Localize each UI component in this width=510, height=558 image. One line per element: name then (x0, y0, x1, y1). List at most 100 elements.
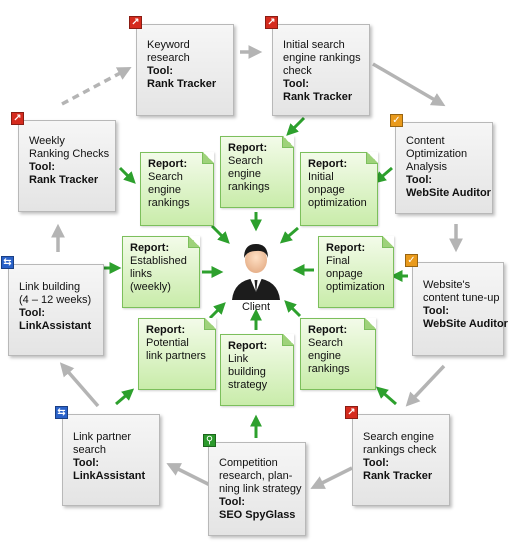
report-text-line: Search (308, 337, 343, 349)
step-text-line: Competition (219, 457, 278, 469)
report-text-line: strategy (228, 379, 268, 391)
rank-tracker-icon: ↗ (345, 406, 358, 419)
report-text-line: Potential (146, 337, 189, 349)
client-arrow-rank-tl (210, 224, 230, 244)
report-arrow-content (373, 166, 393, 184)
website-auditor-icon: ✓ (405, 254, 418, 267)
step-text-line: ning link strategy (219, 483, 302, 495)
tool-name: Rank Tracker (29, 174, 99, 186)
report-search-engine-rankings-bottom-right: Report: Search engine rankings (300, 318, 376, 390)
report-text-line: rankings (148, 197, 190, 209)
report-final-onpage-optimization: Report: Final onpage optimization (318, 236, 394, 308)
tool-label: Tool: (406, 174, 433, 186)
report-label: Report: (326, 242, 366, 254)
report-search-engine-rankings-top: Report: Search engine rankings (220, 136, 294, 208)
report-label: Report: (308, 324, 348, 336)
tool-name: Rank Tracker (147, 78, 217, 90)
tool-label: Tool: (73, 457, 100, 469)
step-rankings-check: ↗ Search engine rankings check Tool: Ran… (345, 406, 450, 506)
tool-name: LinkAssistant (73, 470, 146, 482)
report-text-line: rankings (308, 363, 350, 375)
client-arrow-partners (208, 302, 226, 320)
tool-label: Tool: (219, 496, 246, 508)
flow-arrow-rankcheck-to-competition (310, 466, 353, 489)
report-text-line: links (130, 268, 153, 280)
seo-spyglass-icon: ⚲ (203, 434, 216, 447)
report-link-building-strategy: Report: Link building strategy (220, 334, 294, 406)
tool-label: Tool: (19, 307, 46, 319)
report-text-line: onpage (326, 268, 363, 280)
step-text-line: (4 – 12 weeks) (19, 294, 92, 306)
tool-name: WebSite Auditor (423, 318, 508, 330)
step-weekly-ranking-checks: ↗ Weekly Ranking Checks Tool: Rank Track… (11, 112, 116, 212)
flow-arrow-competition-to-partner (166, 463, 213, 488)
report-text-line: building (228, 366, 266, 378)
step-text-line: Search engine (363, 431, 434, 443)
website-auditor-icon: ✓ (390, 114, 403, 127)
report-label: Report: (130, 242, 170, 254)
report-text-line: Search (228, 155, 263, 167)
report-arrow-rankcheck (375, 386, 397, 406)
step-link-partner-search: ⇆ Link partner search Tool: LinkAssistan… (55, 406, 160, 506)
report-text-line: engine (228, 168, 262, 180)
step-text-line: Analysis (406, 161, 447, 173)
client-label: Client (241, 301, 271, 313)
tool-name: SEO SpyGlass (219, 509, 296, 521)
rank-tracker-icon: ↗ (265, 16, 278, 29)
step-competition-research: ⚲ Competition research, plan- ning link … (203, 434, 306, 536)
report-text-line: Search (148, 171, 183, 183)
step-text-line: search (73, 444, 107, 456)
step-content-optimization: ✓ Content Optimization Analysis Tool: We… (390, 114, 493, 214)
step-text-line: Initial search (283, 39, 345, 51)
step-text-line: Website's (423, 279, 471, 291)
report-text-line: Established (130, 255, 187, 267)
report-label: Report: (148, 158, 188, 170)
step-text-line: Keyword (147, 39, 190, 51)
flow-arrow-tuneup-to-rankcheck (405, 364, 446, 407)
rank-tracker-icon: ↗ (11, 112, 24, 125)
report-text-line: onpage (308, 184, 345, 196)
client-person-icon (232, 244, 280, 300)
report-text-line: link partners (146, 350, 206, 362)
step-text-line: Optimization (406, 148, 468, 160)
report-arrow-weekly (118, 166, 136, 184)
report-text-line: engine (148, 184, 182, 196)
linkassistant-icon: ⇆ (1, 256, 14, 269)
step-text-line: research, plan- (219, 470, 293, 482)
report-text-line: optimization (326, 281, 385, 293)
client-arrow-initial (279, 226, 299, 244)
tool-name: Rank Tracker (363, 470, 433, 482)
step-link-building: ⇆ Link building (4 – 12 weeks) Tool: Lin… (1, 256, 104, 356)
tool-name: LinkAssistant (19, 320, 92, 332)
tool-label: Tool: (29, 161, 56, 173)
report-established-links: Report: Established links (weekly) (122, 236, 200, 308)
step-text-line: Content (406, 135, 445, 147)
step-text-line: Link building (19, 281, 81, 293)
step-text-line: Link partner (73, 431, 132, 443)
tool-label: Tool: (363, 457, 390, 469)
report-text-line: engine (308, 350, 342, 362)
tool-name: Rank Tracker (283, 91, 353, 103)
step-content-tune-up: ✓ Website's content tune-up Tool: WebSit… (405, 254, 508, 356)
report-arrow-partner (115, 388, 135, 406)
report-text-line: Link (228, 353, 249, 365)
report-label: Report: (308, 158, 348, 170)
flow-arrow-initial-to-content (372, 62, 446, 107)
step-keyword-research: ↗ Keyword research Tool: Rank Tracker (129, 16, 234, 116)
tool-label: Tool: (147, 65, 174, 77)
tool-label: Tool: (283, 78, 310, 90)
report-initial-onpage-optimization: Report: Initial onpage optimization (300, 152, 378, 226)
report-label: Report: (228, 340, 268, 352)
step-text-line: research (147, 52, 190, 64)
step-text-line: check (283, 65, 312, 77)
rank-tracker-icon: ↗ (129, 16, 142, 29)
step-text-line: content tune-up (423, 292, 500, 304)
report-text-line: optimization (308, 197, 367, 209)
report-text-line: Initial (308, 171, 334, 183)
step-text-line: Weekly (29, 135, 65, 147)
report-search-engine-rankings-top-left: Report: Search engine rankings (140, 152, 214, 226)
flow-arrow-partner-to-linkbuilding (59, 362, 100, 408)
client-arrow-rank-br (284, 300, 302, 318)
